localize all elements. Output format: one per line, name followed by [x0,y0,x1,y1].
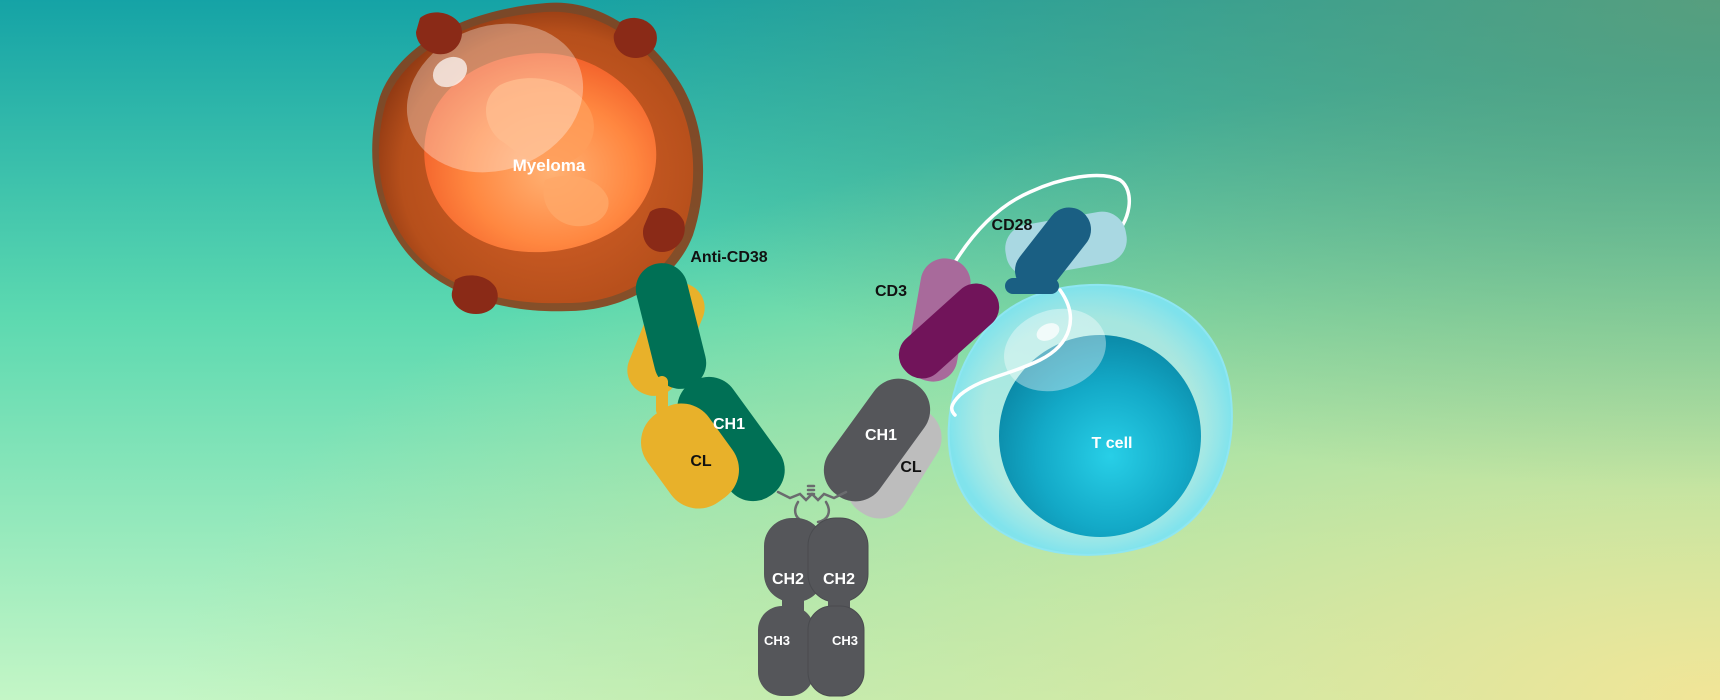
right-ch1-label: CH1 [865,427,897,444]
t-cell: T cell [947,283,1233,556]
myeloma-surface-protein [613,17,657,58]
ch3-right-domain [807,605,865,697]
ch3-right-label: CH3 [832,633,858,648]
right-cl-label: CL [900,459,922,476]
anti-cd38-fab-arm: Anti-CD38 [627,249,768,416]
right-constant-domains: CH1 CL [823,378,942,519]
cd3-label: CD3 [875,283,907,300]
left-ch1-label: CH1 [713,416,745,433]
cd3-receptor: CD3 [875,258,1000,382]
myeloma-label: Myeloma [513,156,586,175]
fc-region: CH2 CH2 CH3 CH3 [758,517,869,697]
myeloma-cell: Myeloma [372,2,704,314]
ch3-left-domain [758,606,814,696]
myeloma-surface-protein [416,12,463,55]
ch2-left-label: CH2 [772,571,804,588]
ch2-right-domain [807,517,869,603]
myeloma-surface-protein [451,275,498,314]
ch3-left-label: CH3 [764,633,790,648]
ch2-right-label: CH2 [823,571,855,588]
t-cell-nucleus [999,335,1201,537]
myeloma-surface-protein [642,207,685,252]
t-cell-label: T cell [1092,435,1133,452]
cd28-label: CD28 [992,217,1033,234]
cd28-linker [950,173,1131,417]
cd28-receptor: CD28 [992,207,1127,294]
myeloma-nucleus [424,53,657,253]
left-constant-domains: CH1 CL [641,376,785,509]
left-cl-label: CL [690,453,712,470]
anti-cd38-label: Anti-CD38 [690,249,767,266]
